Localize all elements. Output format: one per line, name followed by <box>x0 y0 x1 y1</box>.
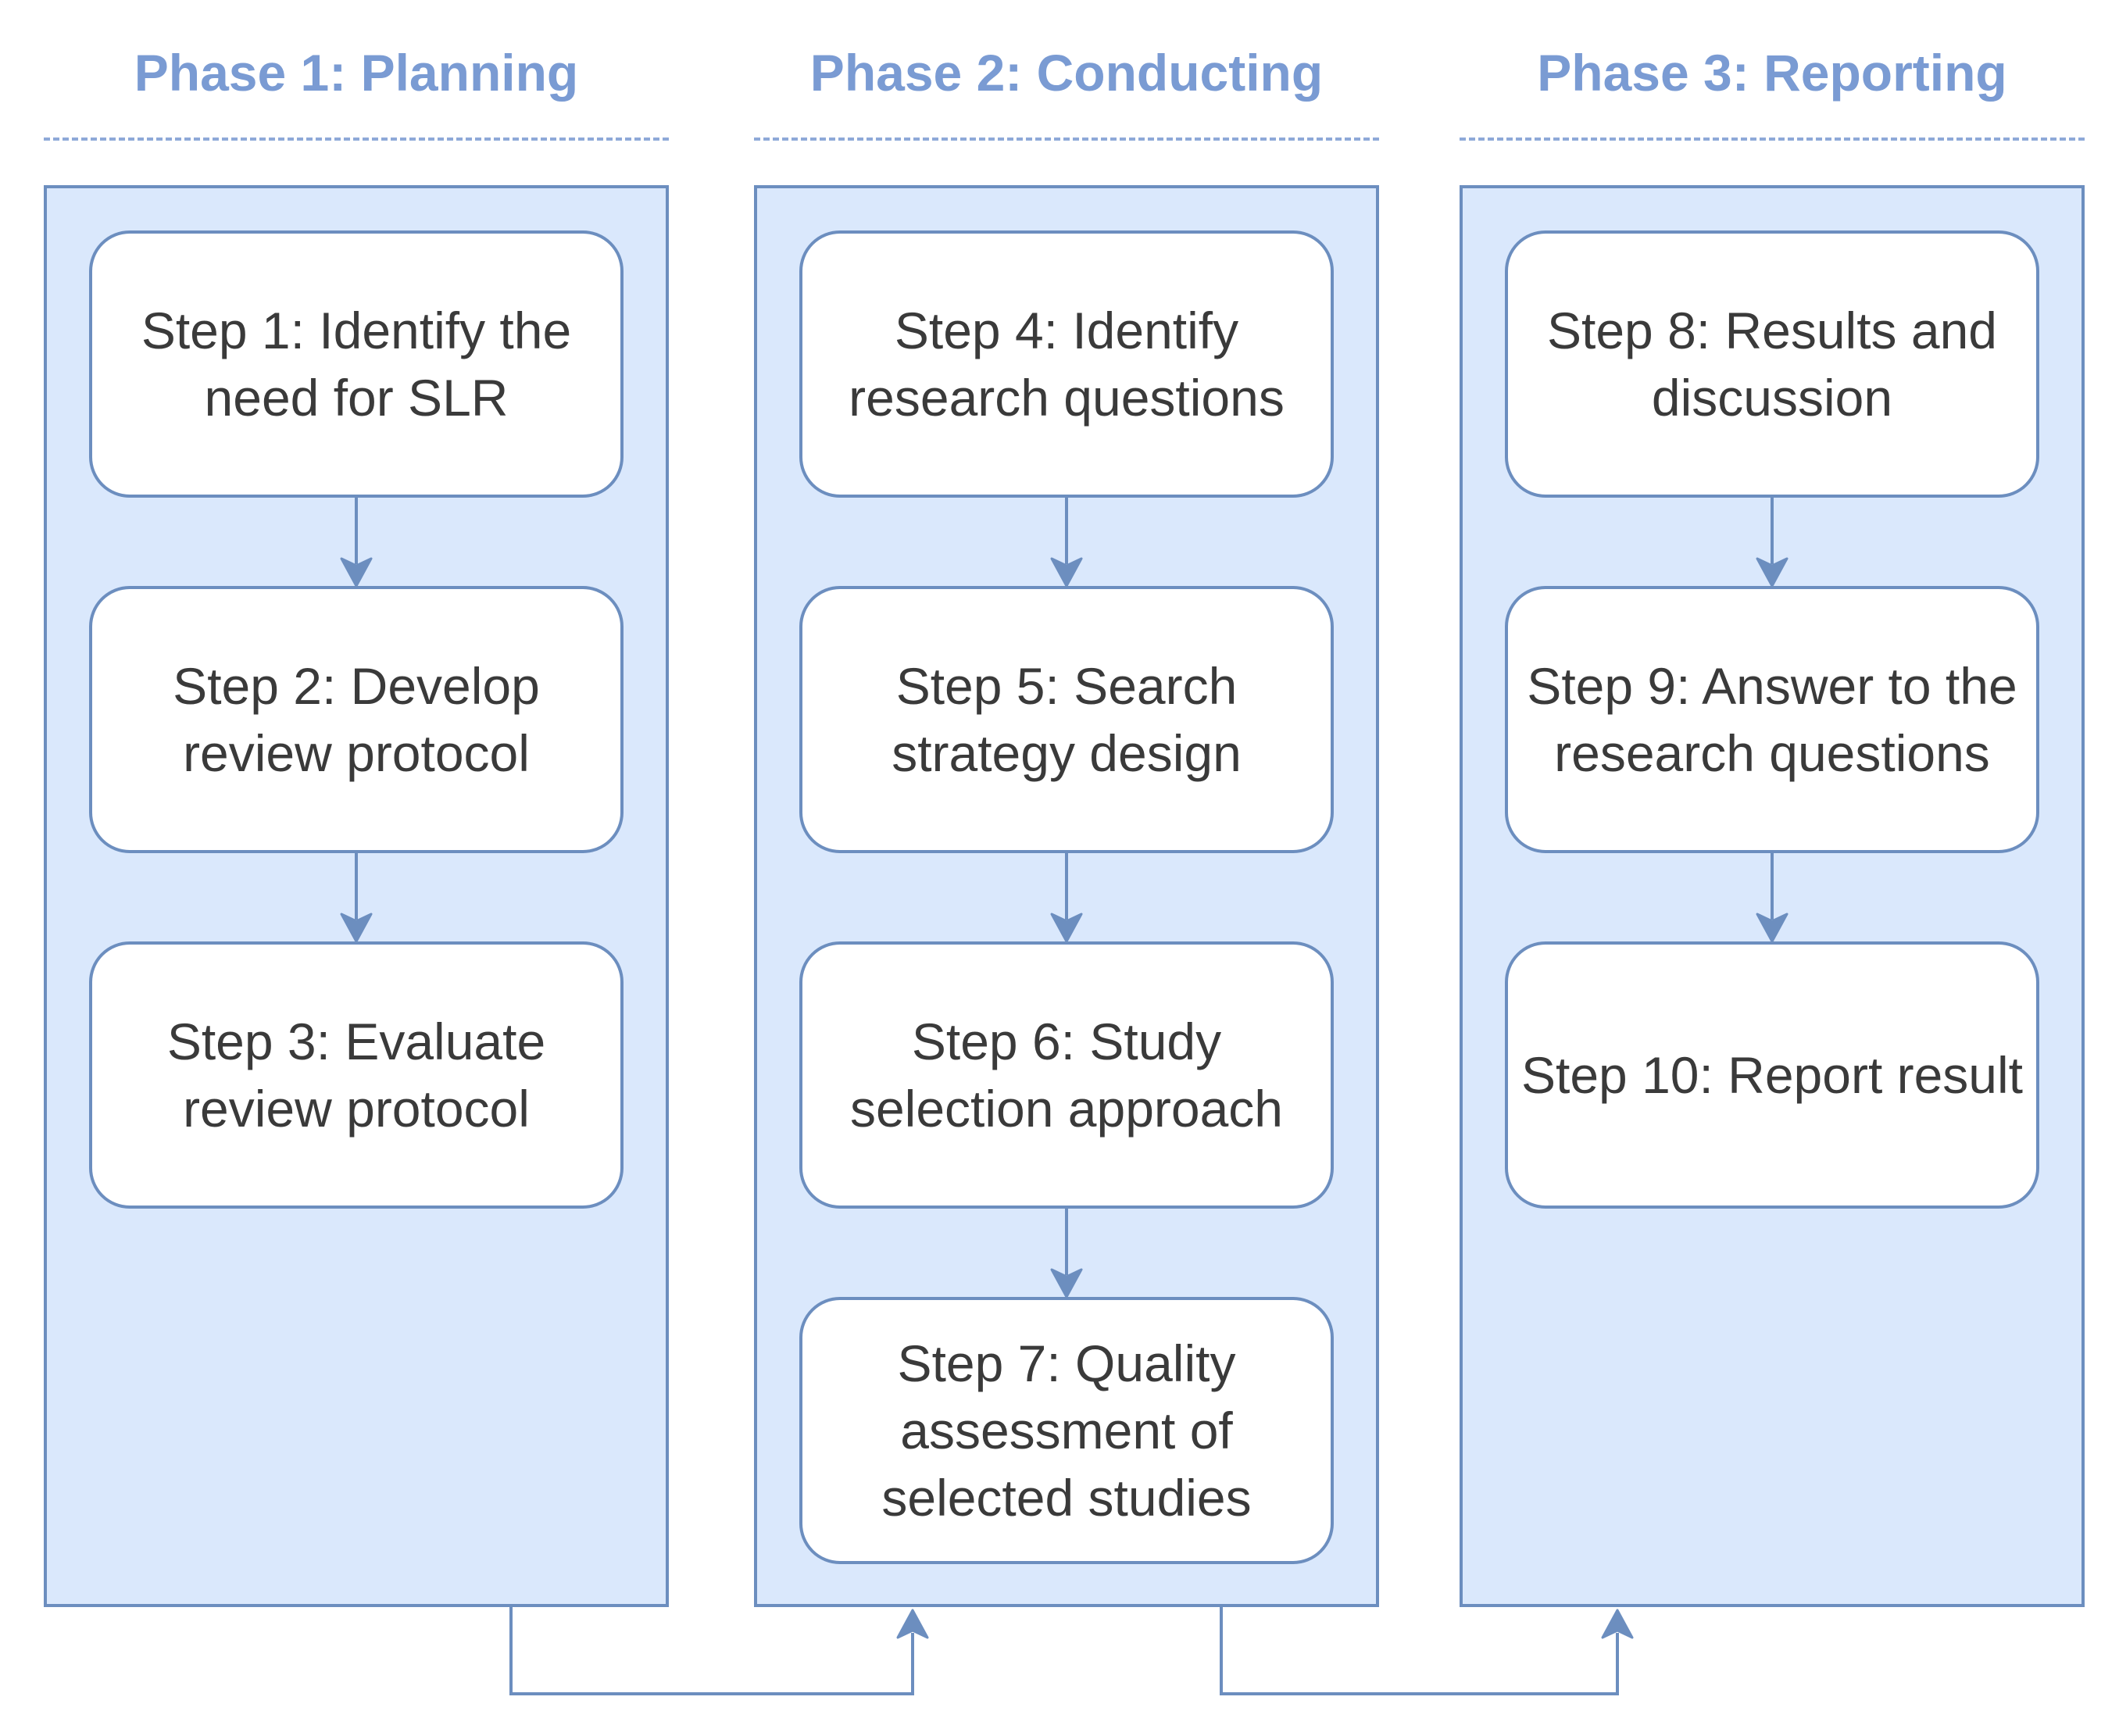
arrowhead-step5 <box>1050 557 1083 588</box>
arrowhead-step6 <box>1050 913 1083 943</box>
arrowhead-step7 <box>1050 1268 1083 1298</box>
step-2-box: Step 2: Develop review protocol <box>89 586 624 853</box>
phase-3-title: Phase 3: Reporting <box>1537 44 2007 102</box>
step-3-box: Step 3: Evaluate review protocol <box>89 941 624 1209</box>
phase-1-title: Phase 1: Planning <box>134 44 579 102</box>
step-10-box: Step 10: Report result <box>1505 941 2039 1209</box>
arrowhead-step2 <box>340 557 373 588</box>
phase-1-divider <box>44 138 669 141</box>
arrow-phase1-to-phase2 <box>509 1607 914 1695</box>
arrowhead-phase2 <box>896 1609 929 1639</box>
step-9-box: Step 9: Answer to the research questions <box>1505 586 2039 853</box>
arrowhead-phase3 <box>1601 1609 1634 1639</box>
phase-2-title: Phase 2: Conducting <box>809 44 1324 102</box>
arrow-phase2-to-phase3 <box>1220 1607 1619 1695</box>
phase-2-divider <box>754 138 1379 141</box>
step-7-box: Step 7: Quality assessment of selected s… <box>799 1297 1334 1564</box>
step-8-box: Step 8: Results and discussion <box>1505 230 2039 498</box>
arrowhead-step3 <box>340 913 373 943</box>
step-6-box: Step 6: Study selection approach <box>799 941 1334 1209</box>
step-1-box: Step 1: Identify the need for SLR <box>89 230 624 498</box>
arrowhead-step9 <box>1756 557 1788 588</box>
step-4-box: Step 4: Identify research questions <box>799 230 1334 498</box>
phase-3-divider <box>1460 138 2085 141</box>
step-5-box: Step 5: Search strategy design <box>799 586 1334 853</box>
arrowhead-step10 <box>1756 913 1788 943</box>
